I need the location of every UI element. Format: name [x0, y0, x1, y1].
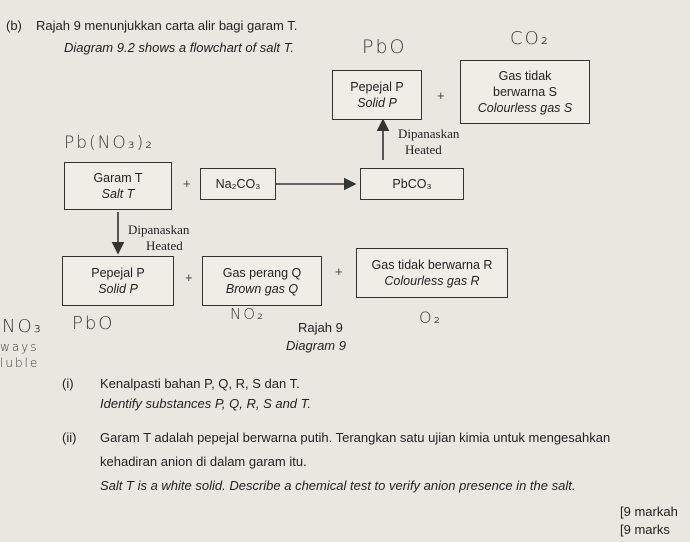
gas-s-malay-line1: Gas tidak: [498, 69, 552, 83]
salt-t-english: Salt T: [101, 187, 135, 201]
question-i-label: (i): [62, 376, 74, 391]
bottom-solid-p-malay: Pepejal P: [91, 266, 145, 280]
plus-sign-bottom-2: +: [335, 264, 343, 279]
brown-gas-q-box: Gas perang Q Brown gas Q: [202, 256, 322, 306]
heat-up-english: Heated: [405, 142, 442, 157]
handwriting-no3: NO₃: [2, 316, 43, 337]
salt-t-box: Garam T Salt T: [64, 162, 172, 210]
bottom-solid-p-box: Pepejal P Solid P: [62, 256, 174, 306]
marks-malay: [9 markah: [620, 504, 678, 519]
top-solid-p-box: Pepejal P Solid P: [332, 70, 422, 120]
handwriting-pbo-top: PbO: [362, 36, 407, 58]
handwriting-pbo-left: PbO: [72, 313, 115, 334]
reagent-box: Na₂CO₃: [200, 168, 276, 200]
salt-t-malay: Garam T: [93, 171, 143, 185]
colourless-gas-r-box: Gas tidak berwarna R Colourless gas R: [356, 248, 508, 298]
plus-sign-middle: +: [183, 176, 191, 191]
reagent-formula: Na₂CO₃: [215, 177, 261, 191]
gas-q-english: Brown gas Q: [225, 282, 299, 296]
handwriting-o2: O₂: [419, 308, 443, 327]
gas-s-english: Colourless gas S: [477, 101, 573, 115]
top-gas-s-box: Gas tidak berwarna S Colourless gas S: [460, 60, 590, 124]
bottom-solid-p-english: Solid P: [98, 282, 138, 296]
plus-sign-bottom-1: +: [185, 270, 193, 285]
gas-r-malay: Gas tidak berwarna R: [371, 258, 493, 272]
heat-down-malay: Dipanaskan: [128, 222, 190, 237]
gas-q-malay: Gas perang Q: [222, 266, 302, 280]
gas-r-english: Colourless gas R: [384, 274, 480, 288]
gas-s-malay-line2: berwarna S: [493, 85, 557, 99]
caption-english: Diagram 9: [286, 338, 346, 353]
intro-malay: Rajah 9 menunjukkan carta alir bagi gara…: [36, 18, 298, 33]
handwriting-pb-no3-2: Pb(NO₃)₂: [64, 133, 155, 153]
part-label: (b): [6, 18, 22, 33]
question-ii-malay-line2: kehadiran anion di dalam garam itu.: [100, 454, 307, 469]
question-ii-english: Salt T is a white solid. Describe a chem…: [100, 478, 576, 493]
question-i-english: Identify substances P, Q, R, S and T.: [100, 396, 312, 411]
handwriting-ways: ways: [0, 340, 39, 354]
handwriting-soluble: luble: [0, 356, 40, 370]
precipitate-formula: PbCO₃: [392, 177, 432, 191]
caption-malay: Rajah 9: [298, 320, 343, 335]
question-ii-malay-line1: Garam T adalah pepejal berwarna putih. T…: [100, 430, 611, 445]
plus-sign-top: +: [437, 88, 445, 103]
question-ii-label: (ii): [62, 430, 77, 445]
handwriting-co2: CO₂: [510, 28, 550, 49]
heat-down-english: Heated: [146, 238, 183, 253]
top-solid-p-english: Solid P: [357, 96, 397, 110]
intro-english: Diagram 9.2 shows a flowchart of salt T.: [64, 40, 295, 55]
handwriting-no2: NO₂: [230, 305, 266, 323]
marks-english: [9 marks: [620, 522, 670, 537]
question-i-malay: Kenalpasti bahan P, Q, R, S dan T.: [100, 376, 300, 391]
precipitate-box: PbCO₃: [360, 168, 464, 200]
heat-up-malay: Dipanaskan: [398, 126, 460, 141]
top-solid-p-malay: Pepejal P: [350, 80, 404, 94]
